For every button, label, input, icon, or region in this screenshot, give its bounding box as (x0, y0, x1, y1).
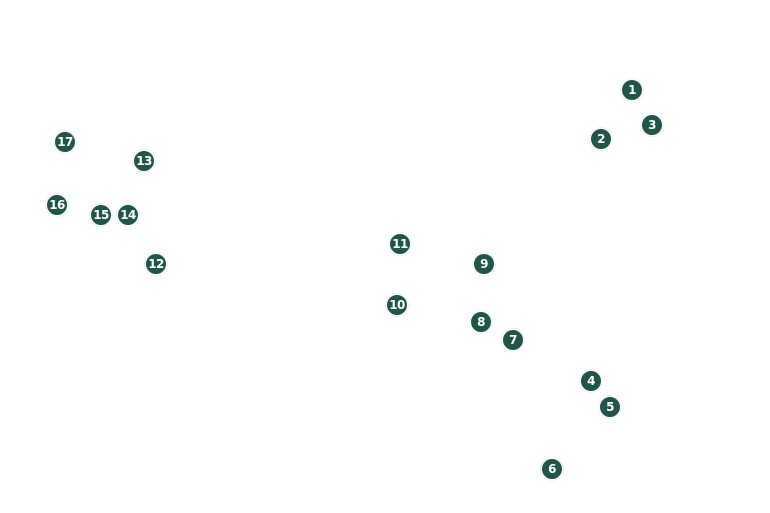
map-marker-17[interactable]: 17 (54, 131, 76, 153)
marker-label: 15 (93, 208, 109, 222)
map-marker-8[interactable]: 8 (470, 311, 492, 333)
marker-label: 3 (648, 118, 656, 132)
marker-label: 10 (389, 298, 405, 312)
marker-label: 11 (392, 237, 408, 251)
map-marker-5[interactable]: 5 (599, 396, 621, 418)
map-marker-15[interactable]: 15 (90, 204, 112, 226)
map-marker-16[interactable]: 16 (46, 194, 68, 216)
marker-label: 16 (49, 198, 65, 212)
map-marker-6[interactable]: 6 (541, 458, 563, 480)
marker-label: 13 (136, 154, 152, 168)
marker-label: 6 (548, 462, 556, 476)
map-marker-13[interactable]: 13 (133, 150, 155, 172)
marker-label: 1 (628, 83, 636, 97)
map-marker-4[interactable]: 4 (580, 370, 602, 392)
marker-label: 8 (477, 315, 485, 329)
map-marker-9[interactable]: 9 (473, 253, 495, 275)
marker-label: 4 (587, 374, 595, 388)
map-marker-1[interactable]: 1 (621, 79, 643, 101)
map-marker-7[interactable]: 7 (502, 329, 524, 351)
map-marker-14[interactable]: 14 (117, 204, 139, 226)
marker-label: 2 (597, 132, 605, 146)
map-marker-10[interactable]: 10 (386, 294, 408, 316)
marker-label: 12 (148, 257, 164, 271)
map-marker-11[interactable]: 11 (389, 233, 411, 255)
marker-label: 5 (606, 400, 614, 414)
marker-label: 9 (480, 257, 488, 271)
marker-label: 7 (509, 333, 517, 347)
marker-label: 14 (120, 208, 136, 222)
marker-label: 17 (57, 135, 73, 149)
map-marker-2[interactable]: 2 (590, 128, 612, 150)
map-marker-12[interactable]: 12 (145, 253, 167, 275)
map-marker-3[interactable]: 3 (641, 114, 663, 136)
